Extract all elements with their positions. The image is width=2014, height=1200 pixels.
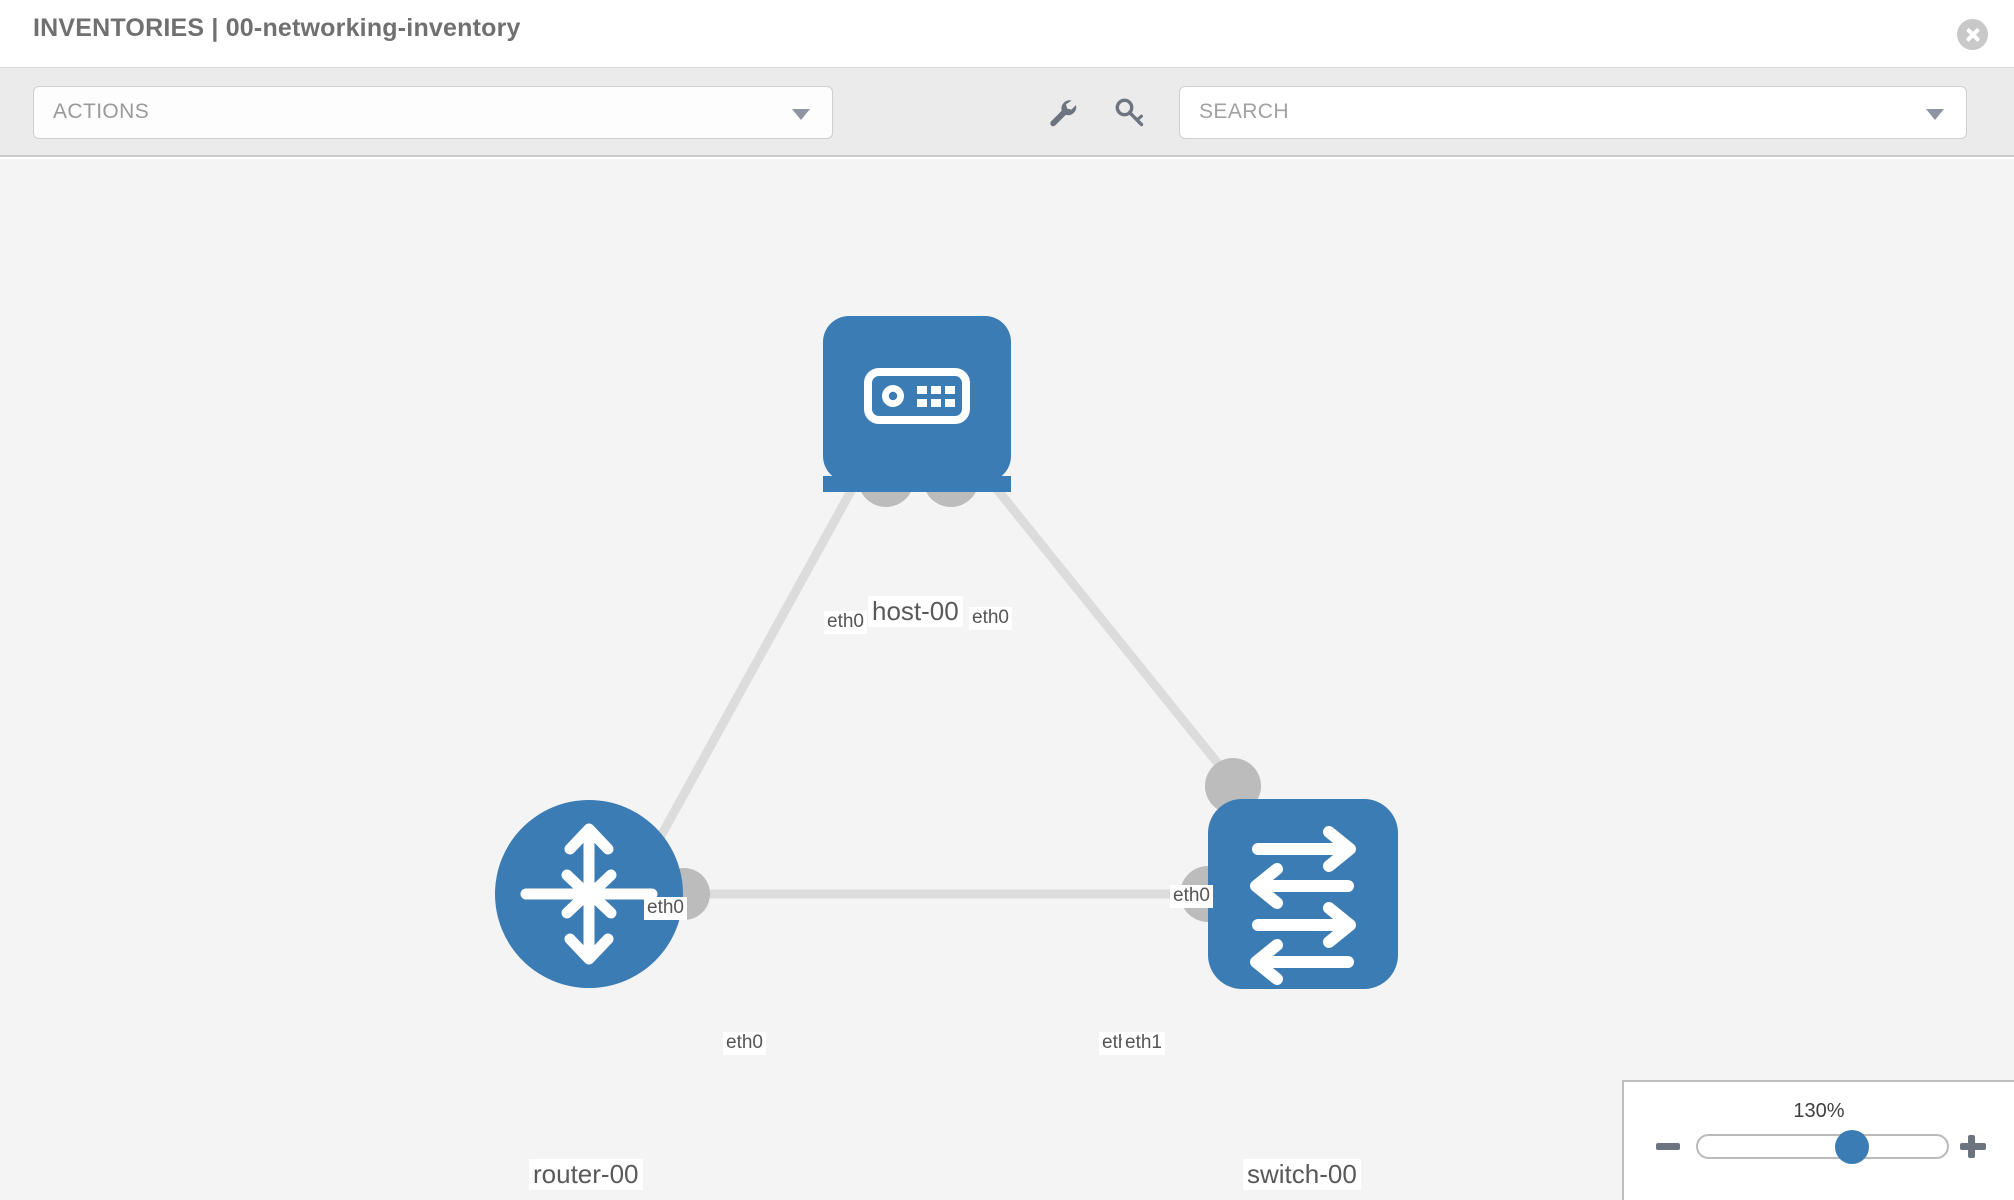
switch-arrows-icon — [1250, 826, 1356, 985]
zoom-in-button[interactable] — [1958, 1131, 1988, 1161]
zoom-slider[interactable] — [1696, 1129, 1949, 1164]
router-arrows-icon — [520, 823, 658, 965]
link-label-host-eth0-right: eth0 — [969, 607, 1012, 630]
wrench-icon[interactable] — [1046, 96, 1080, 130]
server-icon — [864, 368, 970, 424]
node-switch-00 — [1208, 799, 1398, 989]
node-host-00 — [823, 316, 1011, 492]
link-host-router — [636, 428, 888, 877]
zoom-slider-handle[interactable] — [1835, 1129, 1870, 1164]
link-label-router-eth0: eth0 — [723, 1032, 766, 1055]
search-chevron-down-icon[interactable] — [1926, 108, 1944, 120]
page-title: INVENTORIES | 00-networking-inventory — [33, 14, 521, 42]
actions-dropdown[interactable]: ACTIONS — [33, 86, 833, 139]
actions-dropdown-label: ACTIONS — [53, 100, 150, 123]
link-label-host-eth0-left: eth0 — [824, 611, 867, 634]
toolbar: ACTIONS SEARCH — [0, 68, 2014, 157]
zoom-out-button[interactable] — [1653, 1131, 1683, 1161]
zoom-control-panel: 130% — [1622, 1080, 2014, 1200]
key-icon[interactable] — [1113, 96, 1147, 130]
search-input[interactable]: SEARCH — [1179, 86, 1967, 139]
node-label-router-00: router-00 — [529, 1159, 643, 1190]
topology-ports — [658, 451, 1261, 922]
node-router-00 — [495, 800, 683, 988]
node-label-switch-00: switch-00 — [1243, 1159, 1361, 1190]
node-label-host-00: host-00 — [868, 596, 963, 627]
chevron-down-icon — [792, 108, 810, 120]
page-header: INVENTORIES | 00-networking-inventory — [0, 0, 2014, 68]
close-icon[interactable] — [1957, 19, 1988, 50]
link-label-switch-uplink-eth0: eth0 — [1170, 885, 1213, 908]
topology-graph — [495, 316, 1398, 989]
topology-canvas[interactable]: eth0 host-00 eth0 eth0 eth0 eth0 eth0 et… — [0, 159, 2014, 1200]
search-placeholder: SEARCH — [1199, 100, 1289, 123]
link-label-switch-eth1: eth1 — [1122, 1032, 1165, 1055]
zoom-level-value: 130% — [1793, 1100, 1845, 1122]
link-label-router-uplink-eth0: eth0 — [644, 897, 687, 920]
